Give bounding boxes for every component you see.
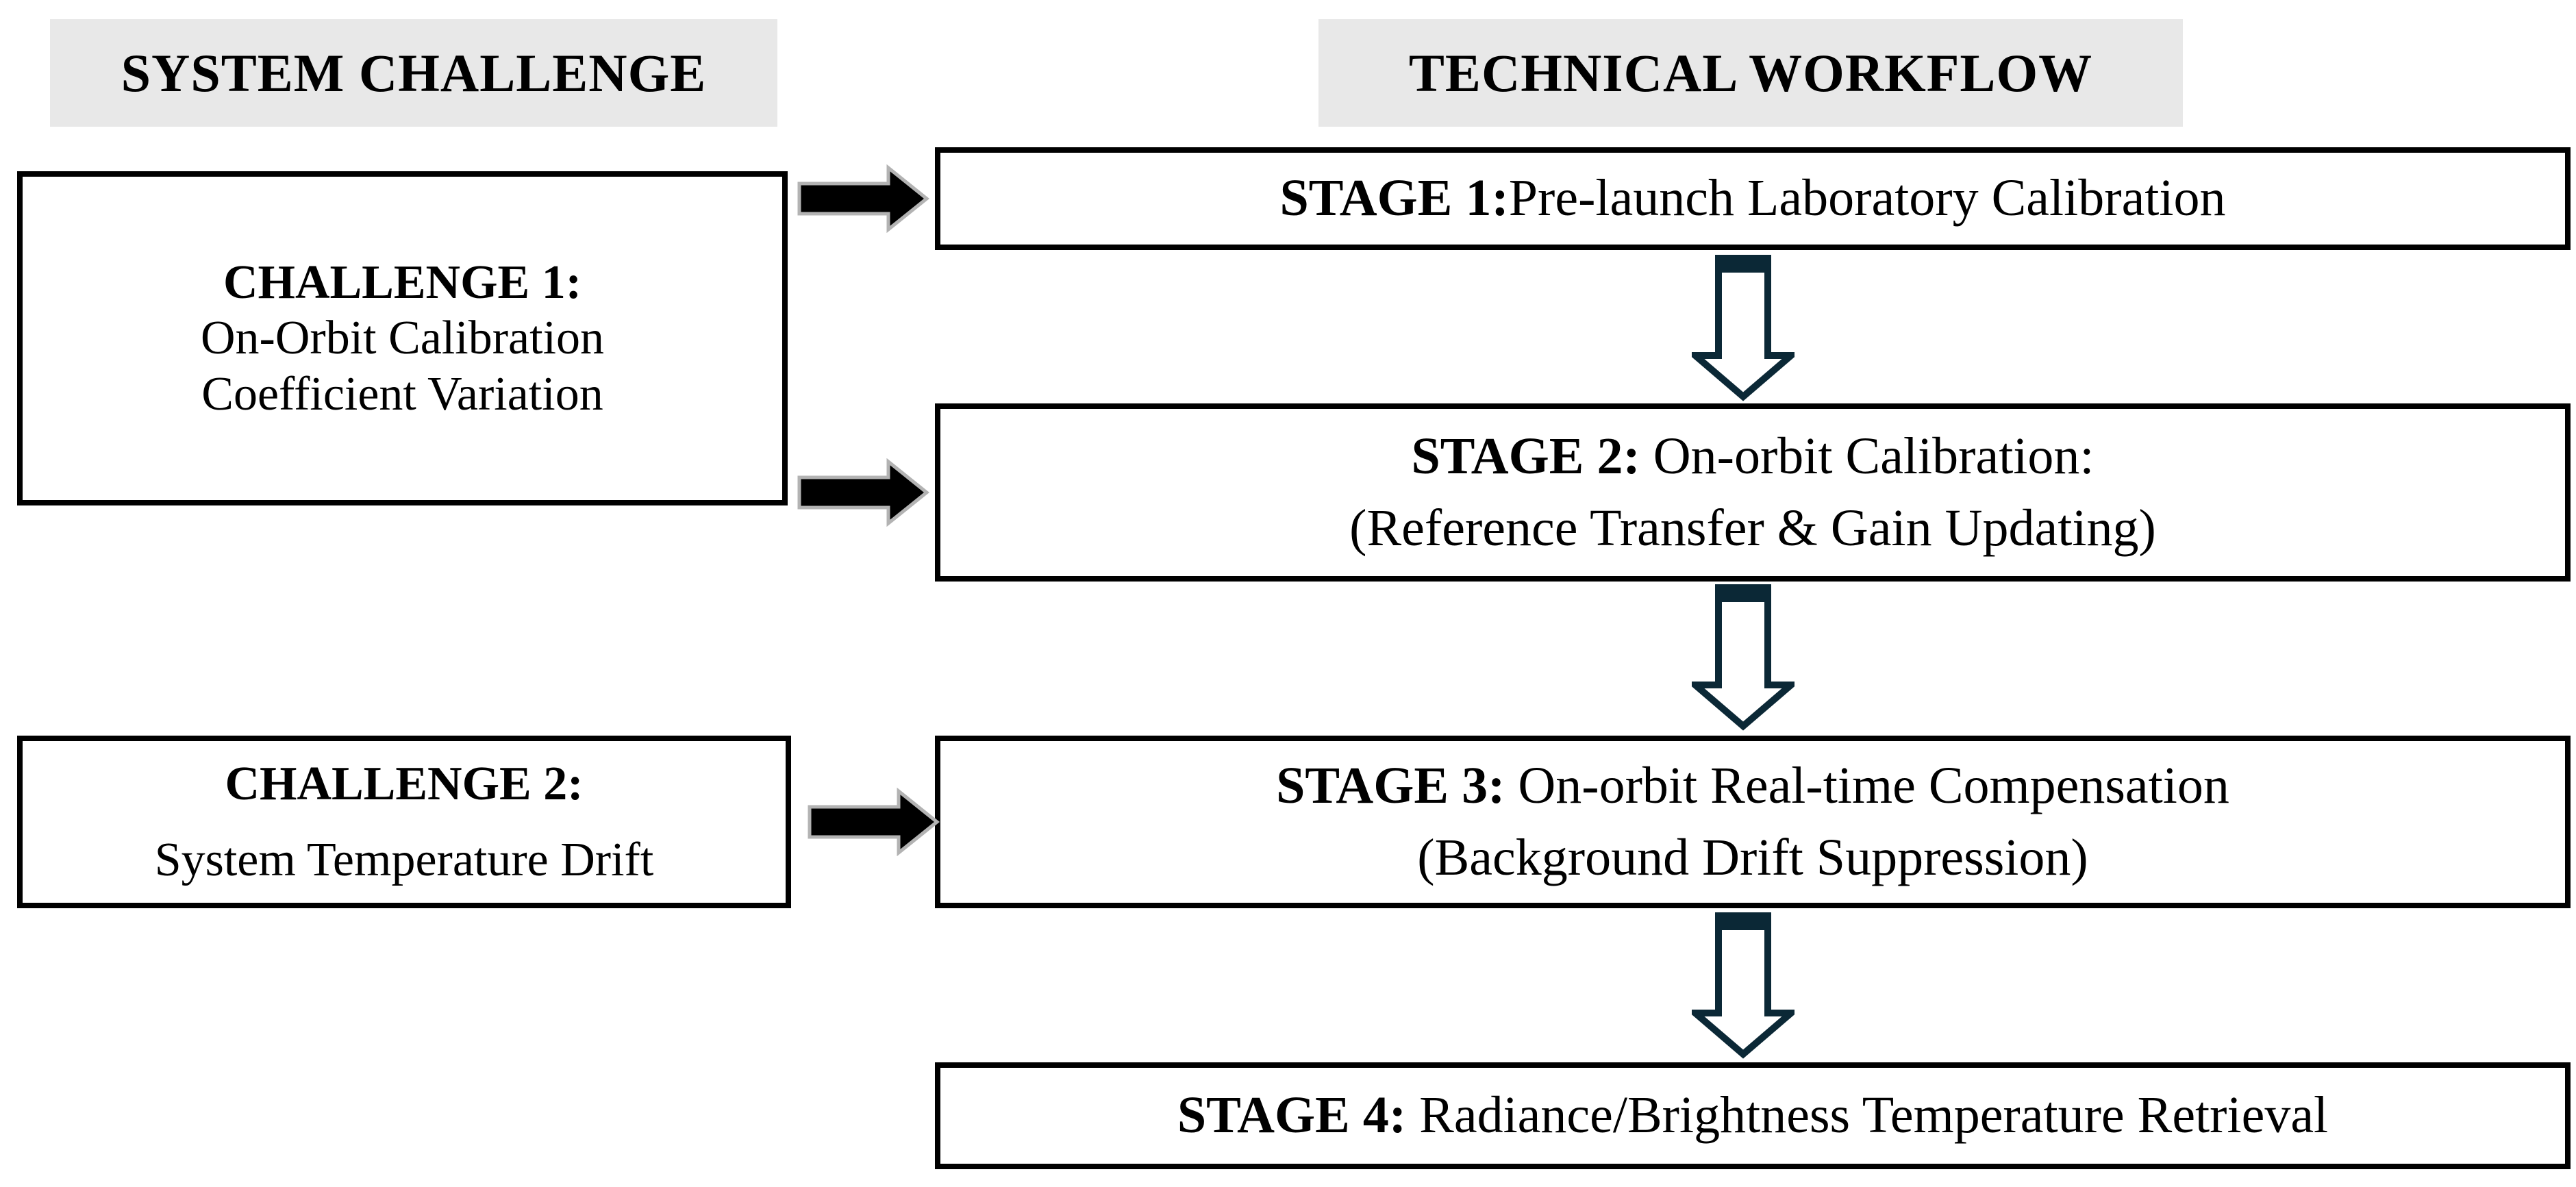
down-arrow-icon [1686, 912, 1801, 1059]
challenge-1-title: CHALLENGE 1: [223, 256, 582, 310]
stage2-to-stage3-arrow [1686, 584, 1801, 732]
challenge-2-line-1: System Temperature Drift [154, 834, 654, 886]
right-arrow-icon [808, 787, 940, 857]
system-challenge-header: SYSTEM CHALLENGE [50, 19, 777, 127]
challenge-1-line-2: Coefficient Variation [201, 367, 603, 421]
challenge-1-line-1: On-Orbit Calibration [200, 312, 605, 365]
stage-1-text: STAGE 1:Pre-launch Laboratory Calibratio… [1279, 168, 2225, 228]
technical-workflow-header: TECHNICAL WORKFLOW [1318, 19, 2183, 127]
challenge2-to-stage3-arrow [807, 787, 940, 857]
stage-2-name: On-orbit Calibration: [1640, 427, 2094, 485]
challenge-2-box: CHALLENGE 2: System Temperature Drift [17, 736, 791, 908]
stage-1-name: Pre-launch Laboratory Calibration [1508, 169, 2226, 227]
stage-3-name: On-orbit Real-time Compensation [1505, 756, 2229, 814]
stage3-to-stage4-arrow [1686, 912, 1801, 1060]
stage-4-text: STAGE 4: Radiance/Brightness Temperature… [1177, 1086, 2328, 1145]
stage-1-box: STAGE 1:Pre-launch Laboratory Calibratio… [935, 147, 2571, 250]
stage-2-detail: (Reference Transfer & Gain Updating) [1349, 499, 2156, 557]
challenge-1-box: CHALLENGE 1: On-Orbit Calibration Coeffi… [17, 171, 788, 505]
down-arrow-icon [1686, 584, 1801, 731]
stage-2-label: STAGE 2: [1411, 427, 1640, 485]
challenge-2-title: CHALLENGE 2: [225, 757, 584, 810]
stage-4-box: STAGE 4: Radiance/Brightness Temperature… [935, 1062, 2571, 1169]
stage-3-text: STAGE 3: On-orbit Real-time Compensation [1276, 756, 2229, 816]
stage-4-label: STAGE 4: [1177, 1086, 1407, 1145]
right-arrow-icon [797, 164, 929, 234]
stage-3-box: STAGE 3: On-orbit Real-time Compensation… [935, 736, 2571, 908]
stage-4-name: Radiance/Brightness Temperature Retrieva… [1406, 1086, 2329, 1145]
stage-3-detail: (Background Drift Suppression) [1417, 829, 2088, 886]
stage-2-text: STAGE 2: On-orbit Calibration: [1411, 427, 2094, 486]
stage1-to-stage2-arrow [1686, 255, 1801, 402]
challenge1-to-stage1-arrow [797, 164, 930, 234]
down-arrow-icon [1686, 255, 1801, 401]
stage-3-label: STAGE 3: [1276, 756, 1505, 814]
stage-2-box: STAGE 2: On-orbit Calibration: (Referenc… [935, 403, 2571, 582]
challenge1-to-stage2-arrow [797, 458, 930, 527]
stage-1-label: STAGE 1: [1279, 169, 1509, 227]
right-arrow-icon [797, 458, 929, 527]
